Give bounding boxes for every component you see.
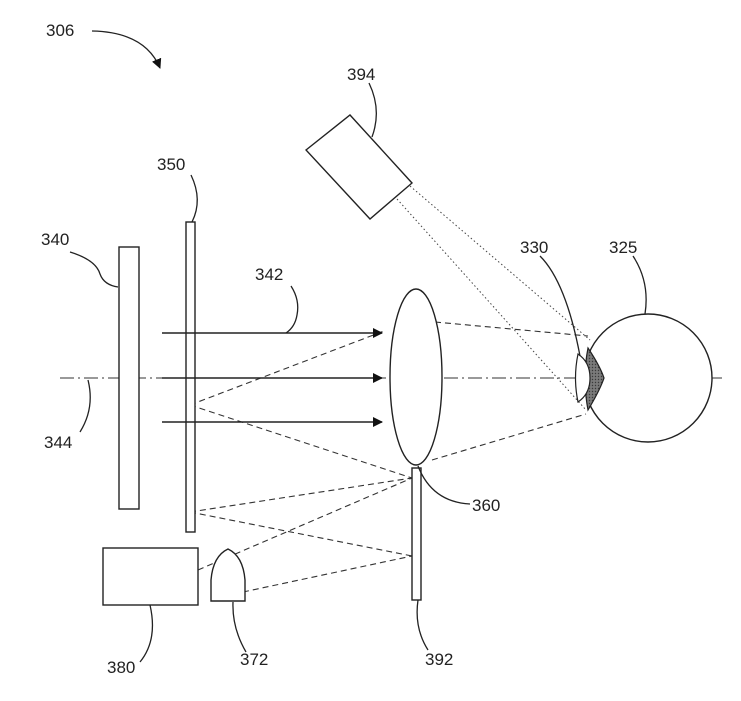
label-306: 306: [46, 21, 74, 40]
label-342: 342: [255, 265, 283, 284]
label-372: 372: [240, 650, 268, 669]
label-380: 380: [107, 658, 135, 677]
light-source-box: [103, 548, 198, 605]
lens: [390, 289, 442, 465]
eye: [576, 314, 713, 442]
label-340: 340: [41, 230, 69, 249]
figure-pointer-arrow: [92, 31, 160, 68]
label-392: 392: [425, 650, 453, 669]
label-325: 325: [609, 238, 637, 257]
label-330: 330: [520, 238, 548, 257]
optical-plate: [186, 222, 195, 532]
collimating-lens: [211, 549, 245, 601]
display-panel: [119, 247, 139, 509]
label-350: 350: [157, 155, 185, 174]
reflected-ray-paths: [190, 322, 588, 592]
label-344: 344: [44, 433, 72, 452]
mirror-plate: [412, 468, 421, 600]
label-394: 394: [347, 65, 375, 84]
label-360: 360: [472, 496, 500, 515]
eye-tracking-camera: [306, 115, 412, 219]
